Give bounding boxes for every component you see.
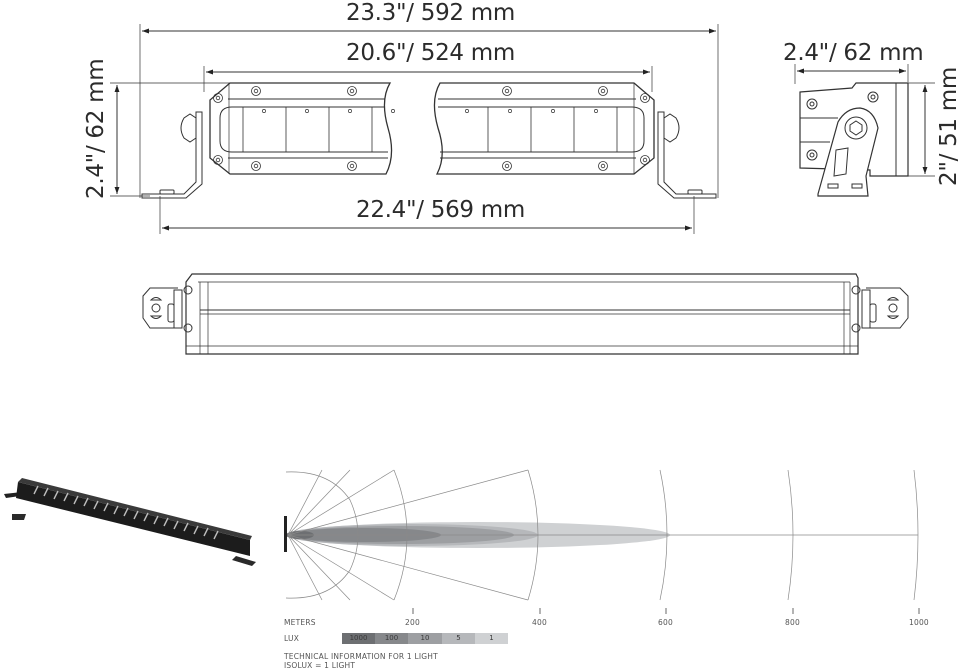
tick-1000: 1000 [909, 618, 929, 627]
lux-legend-5: 5 [442, 633, 475, 644]
isolux-diagram [284, 469, 920, 614]
lens-width-label: 20.6"/ 524 mm [346, 40, 515, 66]
lux-legend-100: 100 [375, 633, 408, 644]
side-depth-label: 2.4"/ 62 mm [783, 40, 924, 66]
meters-axis-label: METERS [284, 618, 316, 627]
footnote-technical: TECHNICAL INFORMATION FOR 1 LIGHT [284, 652, 438, 661]
mount-spacing-label: 22.4"/ 569 mm [356, 197, 525, 223]
tick-400: 400 [532, 618, 547, 627]
lux-legend-10: 10 [408, 633, 442, 644]
footnote-isolux: ISOLUX = 1 LIGHT [284, 661, 356, 670]
side-height-label: 2"/ 51 mm [936, 67, 960, 186]
tick-800: 800 [785, 618, 800, 627]
tick-200: 200 [405, 618, 420, 627]
lux-label: LUX [284, 634, 300, 643]
product-photo [4, 478, 256, 566]
lux-legend: 1000 100 10 5 1 [342, 633, 508, 644]
tick-600: 600 [658, 618, 673, 627]
lux-legend-1: 1 [475, 633, 508, 644]
front-height-label: 2.4"/ 62 mm [83, 58, 109, 199]
lux-legend-1000: 1000 [342, 633, 375, 644]
overall-width-label: 23.3"/ 592 mm [346, 0, 515, 26]
